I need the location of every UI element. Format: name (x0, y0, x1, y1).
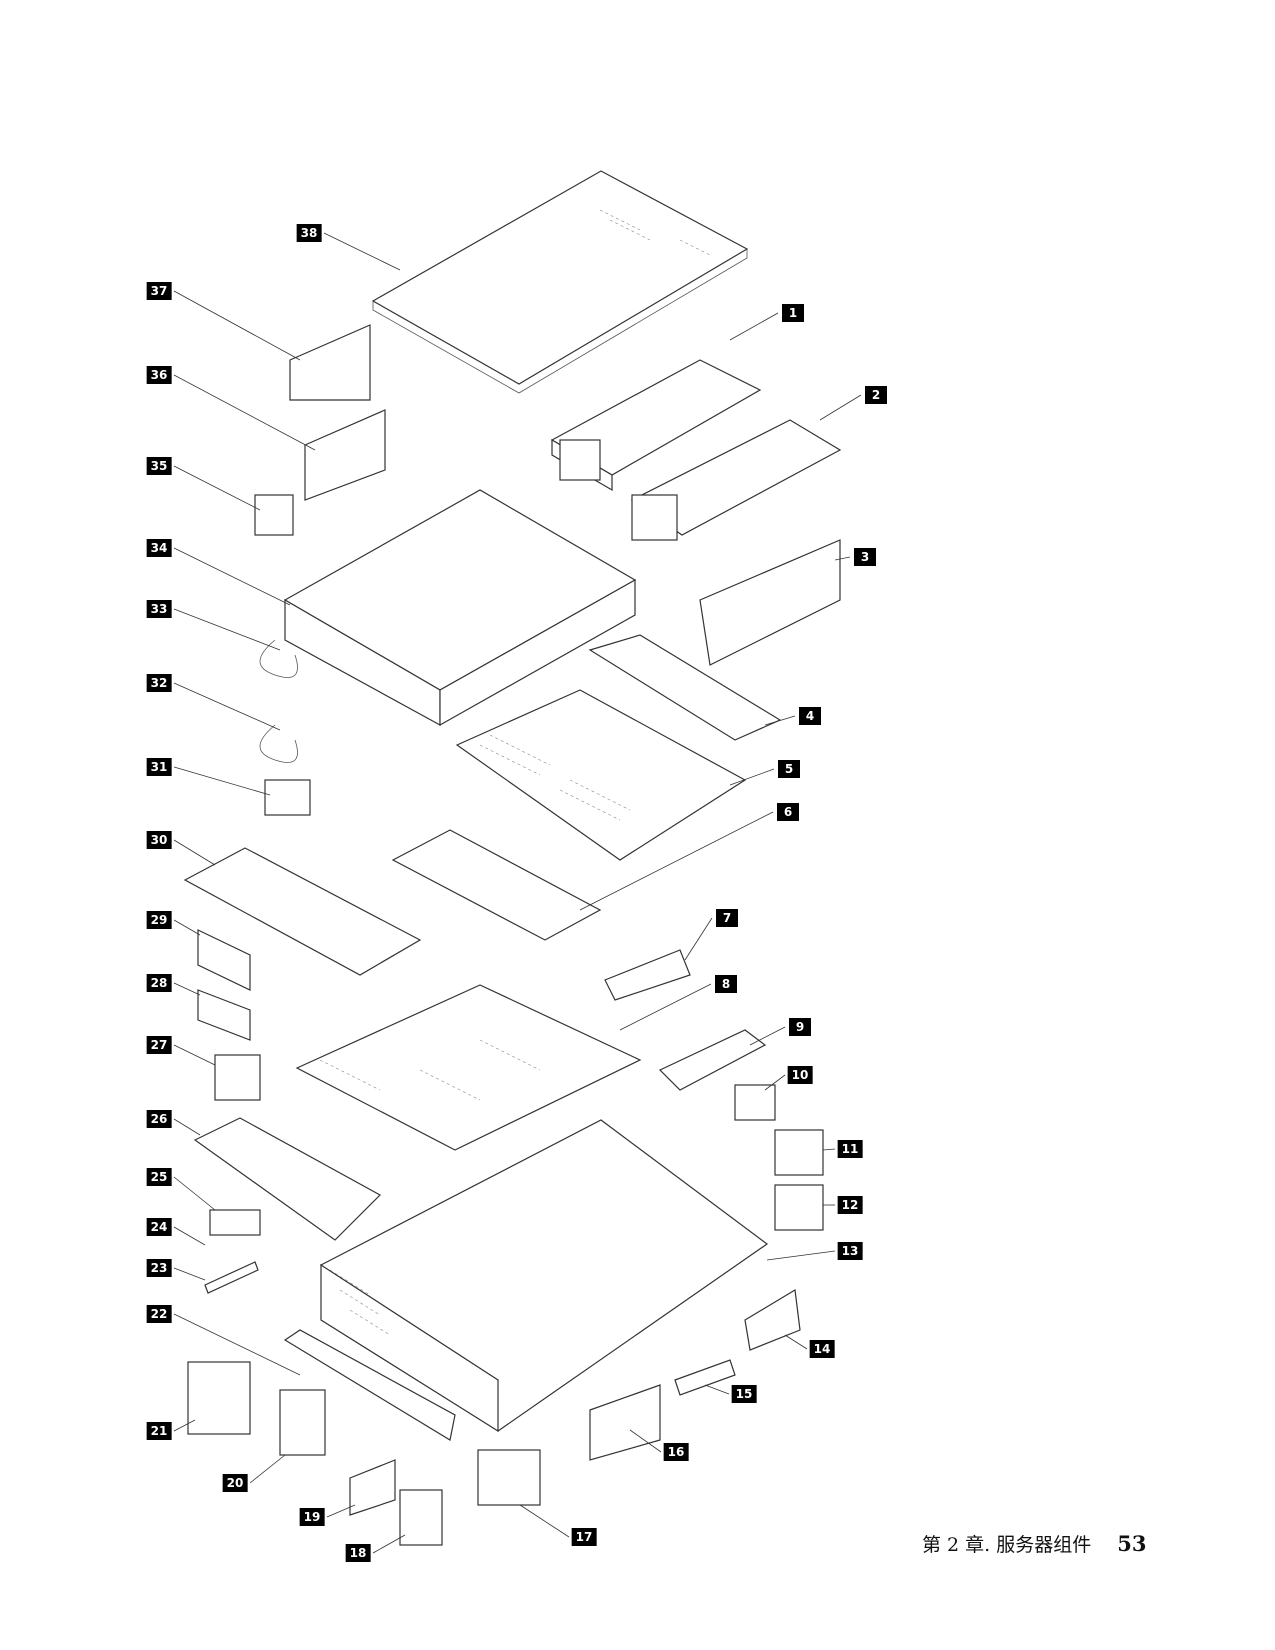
callout-32: 32 (146, 674, 172, 692)
part-31 (264, 779, 311, 816)
part-processor-board (455, 689, 747, 861)
part-power-supply-1 (550, 359, 762, 492)
callout-15: 15 (731, 1385, 757, 1403)
callout-2: 2 (865, 386, 887, 404)
callout-16: 16 (663, 1443, 689, 1461)
part-37 (289, 324, 371, 401)
callout-36: 36 (146, 366, 172, 384)
callout-23: 23 (146, 1259, 172, 1277)
part-36 (304, 409, 386, 501)
part-35 (254, 494, 294, 536)
part-16 (589, 1384, 661, 1461)
callout-3: 3 (854, 548, 876, 566)
part-28 (197, 989, 251, 1041)
callout-22: 22 (146, 1305, 172, 1323)
callout-11: 11 (837, 1140, 863, 1158)
part-12 (774, 1184, 824, 1231)
callout-28: 28 (146, 974, 172, 992)
part-19 (349, 1459, 396, 1516)
part-lower-baffle (391, 829, 602, 941)
callout-20: 20 (222, 1474, 248, 1492)
callout-12: 12 (837, 1196, 863, 1214)
part-10 (734, 1084, 776, 1121)
callout-21: 21 (146, 1422, 172, 1440)
callout-10: 10 (787, 1066, 813, 1084)
part-17 (477, 1449, 541, 1506)
part-front-bezel (283, 1329, 456, 1441)
part-15 (674, 1359, 736, 1396)
part-14 (744, 1289, 801, 1351)
chapter-title: 第 2 章. 服务器组件 (922, 1534, 1092, 1556)
page-number: 53 (1117, 1531, 1147, 1556)
part-23 (204, 1261, 259, 1294)
callout-24: 24 (146, 1218, 172, 1236)
part-21 (187, 1361, 251, 1435)
callout-38: 38 (296, 224, 322, 242)
part-cable-32 (259, 724, 298, 763)
part-front-baffle (183, 847, 422, 976)
part-system-board (295, 984, 642, 1151)
callout-35: 35 (146, 457, 172, 475)
part-11 (774, 1129, 824, 1176)
callout-14: 14 (809, 1340, 835, 1358)
part-20 (279, 1389, 326, 1456)
part-9 (658, 1029, 767, 1091)
part-7 (604, 949, 691, 1001)
callout-33: 33 (146, 600, 172, 618)
part-fan-cage (193, 1117, 381, 1241)
page-footer: 第 2 章. 服务器组件 53 (922, 1530, 1146, 1557)
callout-27: 27 (146, 1036, 172, 1054)
part-cable-33 (259, 639, 298, 678)
callout-4: 4 (799, 707, 821, 725)
callout-26: 26 (146, 1110, 172, 1128)
part-18 (399, 1489, 443, 1546)
callout-31: 31 (146, 758, 172, 776)
part-29 (197, 929, 251, 991)
part-top-cover (371, 170, 749, 394)
callout-18: 18 (345, 1544, 371, 1562)
callout-30: 30 (146, 831, 172, 849)
callout-34: 34 (146, 539, 172, 557)
part-riser-card (699, 539, 841, 666)
part-middle-cage (283, 489, 637, 727)
callout-8: 8 (715, 975, 737, 993)
callout-19: 19 (299, 1508, 325, 1526)
part-25 (209, 1209, 261, 1236)
callout-6: 6 (777, 803, 799, 821)
callout-9: 9 (789, 1018, 811, 1036)
callout-13: 13 (837, 1242, 863, 1260)
part-27 (214, 1054, 261, 1101)
callout-17: 17 (571, 1528, 597, 1546)
callout-1: 1 (782, 304, 804, 322)
callout-25: 25 (146, 1168, 172, 1186)
callout-5: 5 (778, 760, 800, 778)
callout-29: 29 (146, 911, 172, 929)
callout-37: 37 (146, 282, 172, 300)
part-power-supply-2 (630, 419, 842, 541)
part-air-baffle (588, 634, 782, 741)
callout-7: 7 (716, 909, 738, 927)
part-chassis (319, 1119, 769, 1433)
leader-lines (173, 232, 862, 1554)
